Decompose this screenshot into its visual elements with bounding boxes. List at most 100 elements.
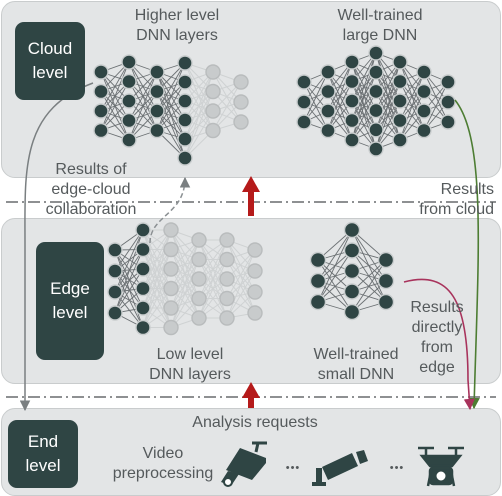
ellipsis-2: ••• [389,462,405,474]
network-edge [170,278,200,328]
network-node [440,114,456,130]
network-edge [128,91,158,141]
network-node [135,241,151,258]
network-edge [170,239,200,309]
higher-layers-line-2: DNN layers [136,27,218,44]
network-node [343,221,361,239]
network-edge [351,91,377,141]
cctv-camera-icon [221,441,267,487]
network-node-inactive [247,242,263,258]
network-node [343,262,361,280]
network-node [121,54,137,70]
network-node [121,132,137,148]
network-node-inactive [219,310,235,326]
network-edge [198,259,228,319]
network-edge [226,259,256,314]
network-edge [114,270,144,309]
network-edge [351,52,377,121]
network-node-inactive [191,290,207,307]
network-edge [142,229,172,270]
network-node [93,103,109,119]
network-node [121,112,137,129]
network-edge [142,288,172,328]
network-node-inactive [247,263,263,279]
network-edge [375,81,401,150]
collab-line-1: Results of [55,161,127,178]
network-edge [114,249,144,328]
network-node [343,283,361,300]
network-edge [226,270,256,319]
network-edge [142,249,172,328]
network-node [177,150,193,166]
network-edge [399,91,425,141]
cloud-level-label: Cloud [27,39,73,58]
network-node [296,94,312,110]
network-node [107,242,123,258]
network-node [135,222,151,238]
network-edge [128,71,158,141]
network-edge [184,91,214,159]
network-node [416,83,432,100]
network-node-inactive [191,310,207,326]
drone-camera-icon [418,446,464,487]
network-edge [184,110,214,159]
network-edge [327,81,353,131]
network-node [416,103,432,119]
network-edge [114,249,144,289]
small-dnn-line-2: small DNN [317,366,395,383]
network-node [309,293,327,311]
edge-level-label-2: level [52,303,88,322]
network-edge [114,249,144,314]
analysis-requests-caption: Analysis requests [192,414,318,431]
cloud-result-arrow [454,99,480,410]
network-edge [128,71,158,121]
network-node [344,93,360,109]
network-node [368,122,384,138]
network-node [377,251,395,269]
network-node-inactive [191,251,207,268]
network-edge [303,71,329,123]
network-edge [114,229,144,272]
end-level-label: End [27,432,59,451]
large-dnn-line-1: Well-trained [337,7,423,24]
collab-line-3: collaboration [45,201,137,218]
network-node-inactive [163,319,179,336]
network-node-inactive [219,290,235,307]
large-dnn-caption: Well-trained large DNN [325,6,435,46]
network-edge [114,249,144,309]
network-edge [399,71,425,121]
network-edge [184,71,214,121]
edge-level-badge: Edge level [36,242,104,360]
network-node [368,45,384,61]
edge-results-caption: Results directly from edge [402,298,472,378]
network-node-inactive [205,122,221,139]
higher-layers-caption: Higher level DNN layers [118,6,236,46]
ellipsis-1: ••• [285,462,301,474]
network-node-inactive [163,241,179,258]
network-node [440,74,456,90]
small-dnn-network [309,221,395,321]
cloud-level-label-2: level [32,63,68,82]
network-edge [198,278,228,319]
network-node [177,55,193,71]
network-edge [375,61,401,111]
network-node-inactive [163,261,179,277]
network-node [107,263,123,279]
network-edge [226,239,256,293]
network-node [135,261,151,277]
network-edge [351,72,377,141]
network-edge [351,52,377,102]
network-edge [351,259,387,313]
edge-level-label: Edge [50,279,90,298]
network-node [177,93,193,109]
collaboration-result-arrow [149,176,191,244]
network-node [392,54,408,70]
network-node [343,242,361,259]
network-node [320,64,336,80]
network-node-inactive [233,74,249,90]
network-node-inactive [163,280,179,297]
network-edge [184,71,214,140]
large-dnn-line-2: large DNN [342,27,418,44]
